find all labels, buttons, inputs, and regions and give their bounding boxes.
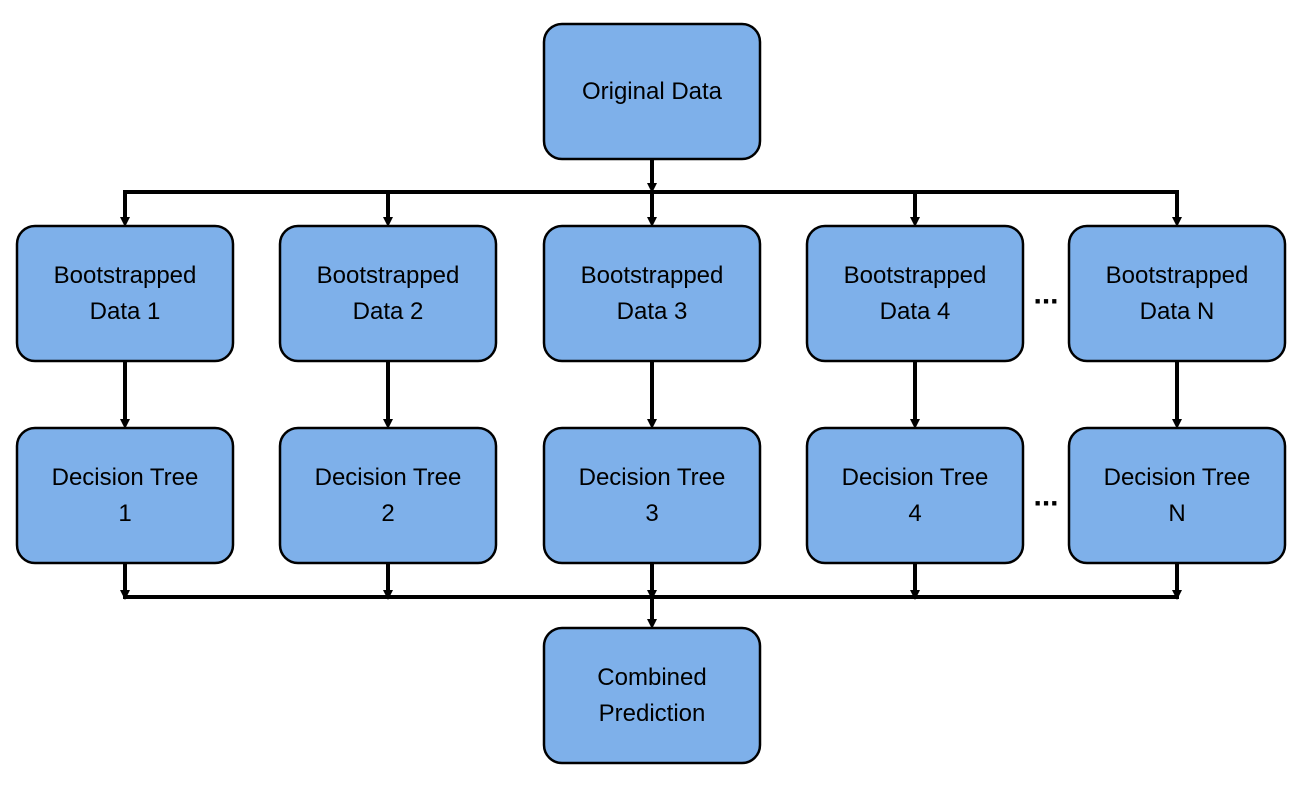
decision-tree-node-label-line: 3: [645, 500, 658, 527]
decision-tree-node-box: [1067, 426, 1287, 565]
bootstrapped-data-node-box: [15, 224, 235, 363]
bootstrapped-data-node-box: [542, 224, 762, 363]
decision-tree-node-label-line: Decision Tree: [842, 464, 989, 491]
decision-tree-node: Decision Tree 2: [278, 426, 498, 565]
decision-tree-node-box: [15, 426, 235, 565]
bootstrapped-data-node-label-line: Data 3: [617, 298, 688, 325]
combined-prediction-node-label-line: Combined: [597, 664, 706, 691]
bootstrapped-data-node-box: [278, 224, 498, 363]
bootstrapped-ellipsis: ...: [1033, 278, 1058, 311]
bootstrapped-data-node-label-line: Bootstrapped: [844, 262, 987, 289]
edges: [120, 159, 1182, 629]
decision-tree-node: Decision Tree 1: [15, 426, 235, 565]
decision-tree-node-label-line: Decision Tree: [52, 464, 199, 491]
original-data-node-box: [542, 22, 762, 161]
decision-tree-node-label-line: 4: [908, 500, 921, 527]
original-data-node-label-line: Original Data: [582, 78, 723, 105]
bootstrapped-data-node-label-line: Bootstrapped: [581, 262, 724, 289]
decision-tree-node-label-line: 1: [118, 500, 131, 527]
bootstrapped-data-node-label-line: Data N: [1140, 298, 1215, 325]
decision-tree-node-label-line: N: [1168, 500, 1185, 527]
decision-tree-node-label-line: Decision Tree: [579, 464, 726, 491]
bootstrapped-data-node-label-line: Data 4: [880, 298, 951, 325]
combined-prediction-node-label-line: Prediction: [599, 700, 706, 727]
decision-tree-node-box: [278, 426, 498, 565]
ellipses: ......: [1033, 278, 1058, 513]
decision-tree-node-box: [805, 426, 1025, 565]
bootstrapped-data-node-box: [805, 224, 1025, 363]
bootstrapped-data-node-label-line: Bootstrapped: [54, 262, 197, 289]
decision-tree-node-label-line: Decision Tree: [1104, 464, 1251, 491]
decision-tree-node: Decision Tree 4: [805, 426, 1025, 565]
bootstrapped-data-node-label-line: Bootstrapped: [317, 262, 460, 289]
bootstrapped-data-node-label-line: Data 2: [353, 298, 424, 325]
combined-prediction-node-box: [542, 626, 762, 765]
bootstrapped-data-node-label-line: Data 1: [90, 298, 161, 325]
bootstrapped-data-node-box: [1067, 224, 1287, 363]
decision-tree-node-box: [542, 426, 762, 565]
original-data-node: Original Data: [542, 22, 762, 161]
bootstrapped-data-node-label-line: Bootstrapped: [1106, 262, 1249, 289]
decision-tree-node-label-line: Decision Tree: [315, 464, 462, 491]
tree-ellipsis: ...: [1033, 480, 1058, 513]
decision-tree-node-label-line: 2: [381, 500, 394, 527]
decision-tree-node: Decision Tree 3: [542, 426, 762, 565]
